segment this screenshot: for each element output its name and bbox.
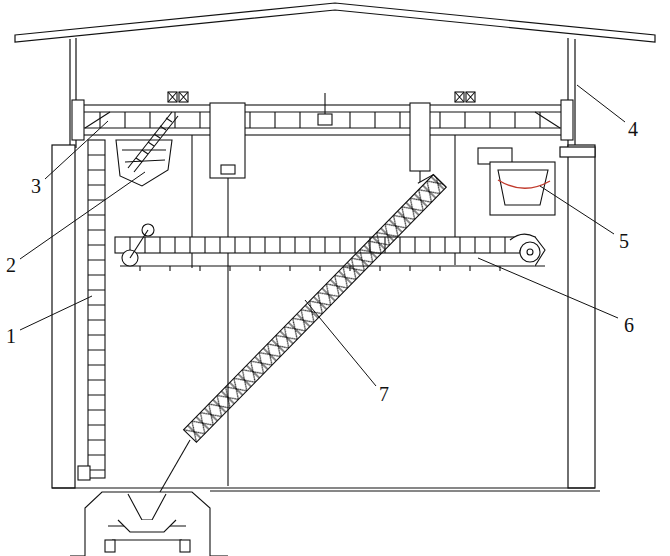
drawing-stroke: [120, 265, 545, 266]
drawing-stroke: [128, 112, 178, 172]
drawing-stroke: [478, 258, 618, 318]
drawing-stroke: [318, 114, 332, 125]
drawing-stroke: [88, 155, 105, 470]
drawing-stroke: [75, 111, 570, 112]
drawing-stroke: [130, 230, 148, 258]
drawing-stroke: [527, 249, 533, 255]
drawing-stroke: [85, 112, 560, 128]
drawing-stroke: [20, 296, 92, 330]
callout-number: 7: [377, 383, 391, 405]
drawing-stroke: [324, 93, 325, 114]
drawing-stroke: [78, 466, 90, 480]
belt-conveyor: [115, 224, 545, 271]
drawing-stroke: [560, 147, 595, 157]
drawing-stroke: [136, 118, 172, 162]
drawing-stroke: [498, 170, 548, 205]
drawing-stroke: [128, 494, 166, 520]
callout-number: 6: [622, 314, 636, 336]
drawing-stroke: [210, 490, 600, 491]
drawing-stroke: [305, 300, 376, 386]
drawing-stroke: [69, 39, 70, 148]
callout-number: 4: [626, 118, 640, 140]
drawing-stroke: [75, 127, 570, 128]
drawing-stroke: [577, 85, 625, 122]
drawing-stroke: [70, 555, 85, 556]
drawing-stroke: [227, 178, 228, 486]
drawing-stroke: [568, 145, 595, 488]
callout-number: 2: [4, 254, 18, 276]
drawing-stroke: [418, 171, 446, 199]
drawing-stroke: [85, 492, 210, 556]
bucket-elevator: [78, 140, 105, 480]
drawing-stroke: [180, 540, 190, 552]
overhead-crane: [72, 92, 573, 486]
building-frame: [15, 3, 655, 491]
drawing-stroke: [75, 105, 570, 135]
drawing-stroke: [168, 92, 188, 102]
drawing-stroke: [140, 266, 500, 271]
drawing-stroke: [410, 103, 430, 171]
drawing-stroke: [15, 3, 655, 42]
inclined-conveyor: [180, 171, 446, 442]
drawing-stroke: [490, 162, 555, 215]
drawing-stroke: [574, 39, 575, 148]
drawing-stroke: [221, 165, 235, 174]
drawing-stroke: [115, 237, 535, 253]
callout-number: 5: [617, 230, 631, 252]
drawing-stroke: [118, 520, 176, 532]
drawing-stroke: [130, 237, 520, 253]
drawing-stroke: [20, 172, 145, 259]
drawing-stroke: [210, 555, 228, 556]
drawing-stroke: [160, 440, 190, 492]
drawing-stroke: [561, 100, 573, 140]
drawing-stroke: [455, 92, 475, 102]
drawing-stroke: [419, 171, 420, 182]
drawing-stroke: [45, 121, 108, 179]
rail-wagon: [70, 440, 228, 556]
drawing-stroke: [520, 242, 540, 262]
drawing-stroke: [88, 140, 105, 478]
drawing-stroke: [510, 234, 545, 266]
drawing-stroke: [52, 487, 595, 488]
drawing-stroke: [210, 103, 245, 178]
callout-number: 3: [29, 175, 43, 197]
drawing-stroke: [540, 186, 614, 234]
drawing-stroke: [184, 175, 447, 443]
grab-unit: [478, 148, 555, 215]
hopper-with-stairs: [116, 112, 178, 186]
callout-number: 1: [4, 325, 18, 347]
drawing-stroke: [72, 100, 84, 140]
leader-lines: [20, 85, 625, 386]
drawing-stroke: [105, 540, 115, 552]
drawing-stroke: [52, 145, 75, 488]
